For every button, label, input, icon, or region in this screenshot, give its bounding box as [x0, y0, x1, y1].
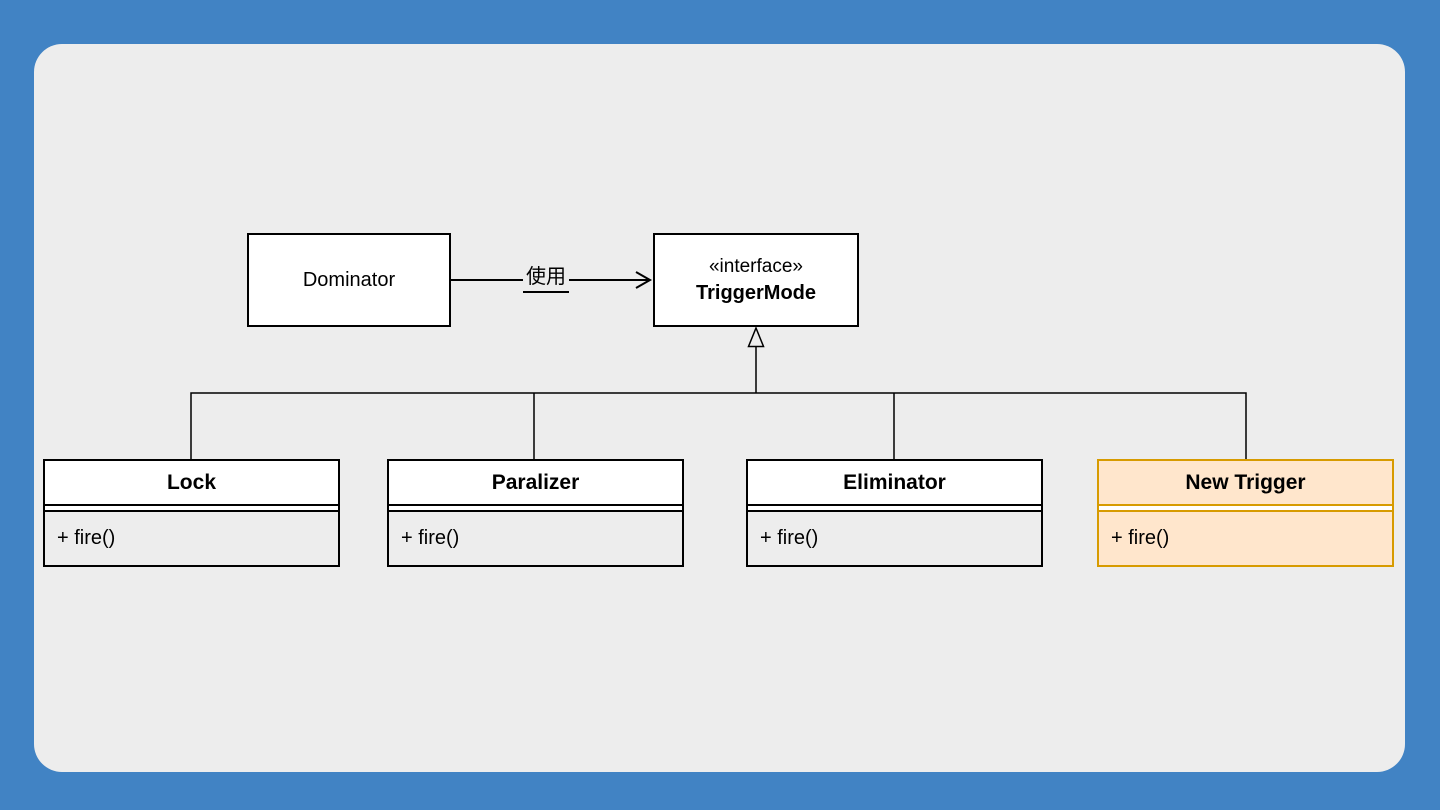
method-label: + fire(): [401, 527, 460, 549]
class-box-new-trigger[interactable]: New Trigger + fire(): [1097, 459, 1394, 567]
attributes-compartment: [389, 506, 682, 512]
class-box-paralizer[interactable]: Paralizer + fire(): [387, 459, 684, 567]
methods-compartment: + fire(): [389, 512, 682, 565]
diagram-connectors: [190, 271, 1247, 459]
trigger-mode-interface-box[interactable]: «interface» TriggerMode: [653, 233, 859, 327]
class-name-label: Eliminator: [748, 461, 1041, 506]
method-label: + fire(): [57, 527, 116, 549]
methods-compartment: + fire(): [45, 512, 338, 565]
attributes-compartment: [748, 506, 1041, 512]
dominator-class-box[interactable]: Dominator: [247, 233, 451, 327]
method-label: + fire(): [1111, 527, 1170, 549]
class-name-label: Lock: [45, 461, 338, 506]
interface-stereotype-label: «interface»: [708, 256, 803, 277]
generalization-arrowhead-icon: [747, 326, 765, 348]
method-label: + fire(): [760, 527, 819, 549]
methods-compartment: + fire(): [1099, 512, 1392, 565]
methods-compartment: + fire(): [748, 512, 1041, 565]
use-edge-label: 使用: [523, 264, 569, 293]
class-name-label: Paralizer: [389, 461, 682, 506]
class-box-eliminator[interactable]: Eliminator + fire(): [746, 459, 1043, 567]
attributes-compartment: [45, 506, 338, 512]
class-name-label: New Trigger: [1099, 461, 1392, 506]
class-box-lock[interactable]: Lock + fire(): [43, 459, 340, 567]
interface-name-label: TriggerMode: [695, 282, 816, 304]
open-arrowhead-icon: [635, 271, 653, 289]
diagram-canvas: Dominator «interface» TriggerMode 使用 Loc…: [34, 44, 1405, 772]
dominator-class-name: Dominator: [302, 268, 396, 291]
attributes-compartment: [1099, 506, 1392, 512]
generalization-tree-connector: [190, 326, 1247, 459]
